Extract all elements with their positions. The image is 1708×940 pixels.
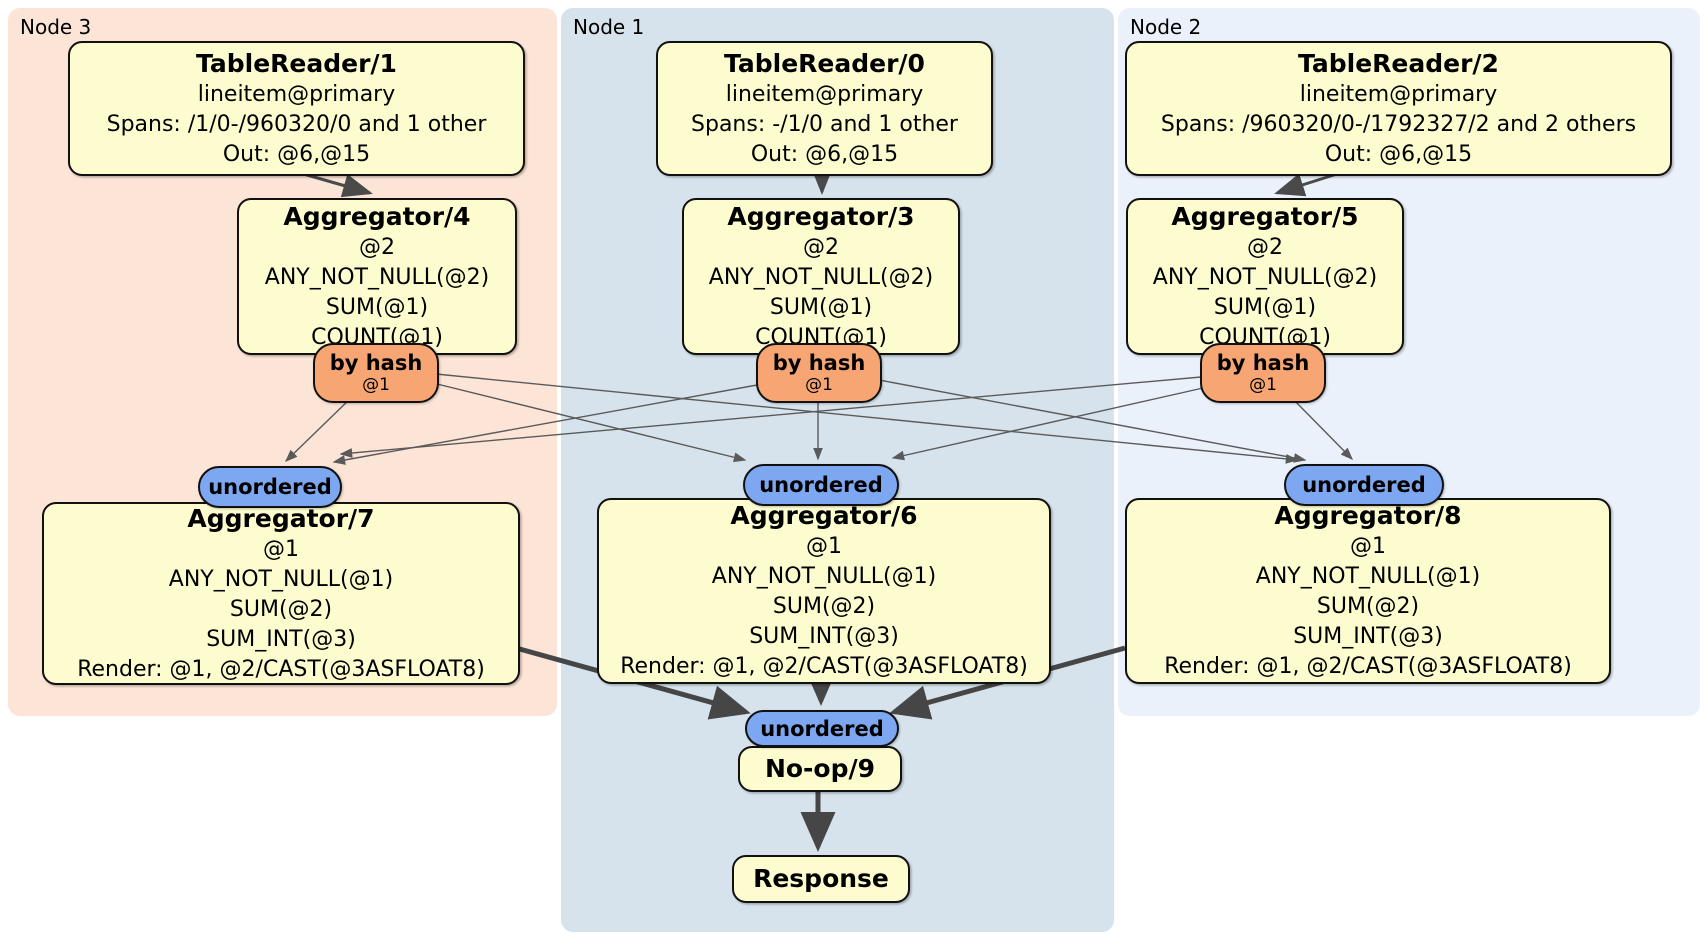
node-label: Node 2 <box>1130 15 1202 39</box>
edge-byhash2-unordered2 <box>1290 396 1353 460</box>
agg-func: ANY_NOT_NULL(@1) <box>711 564 937 589</box>
agg-render: Render: @1, @2/CAST(@3ASFLOAT8) <box>77 656 485 682</box>
processor-spans: Spans: /960320/0-/1792327/2 and 2 others <box>1160 111 1637 137</box>
agg-func: SUM(@2) <box>229 596 333 622</box>
processor-aggregator-4: Aggregator/4 @2 ANY_NOT_NULL(@2) SUM(@1)… <box>237 198 517 355</box>
agg-group-cols: @2 <box>803 234 839 260</box>
sync-label: unordered <box>1302 473 1426 497</box>
agg-func: SUM_INT(@3) <box>206 626 356 652</box>
processor-noop-9: No-op/9 <box>738 746 902 792</box>
agg-func: SUM(@1) <box>1213 294 1317 320</box>
agg-func: SUM(@2) <box>772 594 876 619</box>
router-columns: @1 <box>805 375 833 395</box>
processor-tablereader-1: TableReader/1 lineitem@primary Spans: /1… <box>68 41 525 176</box>
edge-byhash3-unordered3 <box>284 396 353 462</box>
router-columns: @1 <box>1249 375 1277 395</box>
processor-title: Aggregator/4 <box>283 201 471 231</box>
processor-tablereader-0: TableReader/0 lineitem@primary Spans: -/… <box>656 41 993 176</box>
processor-title: Response <box>753 864 889 893</box>
processor-title: TableReader/1 <box>196 48 397 78</box>
agg-func: SUM_INT(@3) <box>749 624 899 649</box>
processor-title: No-op/9 <box>764 754 876 783</box>
edge-byhash3-unordered2 <box>435 373 1299 464</box>
edge-tr1-agg4 <box>299 171 373 198</box>
processor-aggregator-6: Aggregator/6 @1 ANY_NOT_NULL(@1) SUM(@2)… <box>597 498 1051 684</box>
router-by-hash-node2: by hash @1 <box>1200 343 1326 403</box>
node-label: Node 3 <box>20 15 92 39</box>
processor-spans: Spans: /1/0-/960320/0 and 1 other <box>106 111 487 137</box>
sync-unordered-final: unordered <box>745 710 899 747</box>
node-label: Node 1 <box>573 15 645 39</box>
sync-unordered-node3: unordered <box>198 466 342 508</box>
agg-func: SUM(@1) <box>769 294 873 320</box>
router-label: by hash <box>329 351 423 375</box>
response-box: Response <box>732 855 910 903</box>
processor-index: lineitem@primary <box>725 81 924 107</box>
agg-group-cols: @2 <box>1247 234 1283 260</box>
processor-aggregator-7: Aggregator/7 @1 ANY_NOT_NULL(@1) SUM(@2)… <box>42 502 520 685</box>
sync-label: unordered <box>759 473 883 497</box>
processor-aggregator-5: Aggregator/5 @2 ANY_NOT_NULL(@2) SUM(@1)… <box>1126 198 1404 355</box>
processor-title: Aggregator/7 <box>187 503 375 533</box>
agg-func: SUM_INT(@3) <box>1293 624 1443 649</box>
agg-group-cols: @1 <box>263 536 299 562</box>
processor-aggregator-3: Aggregator/3 @2 ANY_NOT_NULL(@2) SUM(@1)… <box>682 198 960 355</box>
agg-group-cols: @1 <box>1350 534 1386 559</box>
processor-title: TableReader/2 <box>1298 48 1499 78</box>
processor-index: lineitem@primary <box>1299 81 1498 107</box>
router-by-hash-node1: by hash @1 <box>756 343 882 403</box>
sync-unordered-node1: unordered <box>743 464 899 506</box>
processor-title: Aggregator/5 <box>1171 201 1359 231</box>
sync-unordered-node2: unordered <box>1284 464 1444 506</box>
sync-label: unordered <box>760 716 884 741</box>
processor-out: Out: @6,@15 <box>1324 141 1473 167</box>
router-label: by hash <box>772 351 866 375</box>
agg-func: ANY_NOT_NULL(@2) <box>708 264 934 290</box>
agg-func: SUM(@1) <box>325 294 429 320</box>
processor-spans: Spans: -/1/0 and 1 other <box>691 111 958 137</box>
processor-out: Out: @6,@15 <box>222 141 371 167</box>
processor-title: Aggregator/3 <box>727 201 915 231</box>
edge-byhash2-unordered1 <box>891 387 1204 461</box>
edge-tr2-agg5 <box>1274 171 1341 197</box>
edge-byhash1-unordered3 <box>332 384 758 465</box>
agg-func: SUM(@2) <box>1316 594 1420 619</box>
router-columns: @1 <box>362 375 390 395</box>
processor-title: TableReader/0 <box>724 48 925 78</box>
edge-byhash2-unordered3 <box>339 376 1202 458</box>
agg-func: ANY_NOT_NULL(@1) <box>1255 564 1481 589</box>
agg-group-cols: @2 <box>359 234 395 260</box>
processor-aggregator-8: Aggregator/8 @1 ANY_NOT_NULL(@1) SUM(@2)… <box>1125 498 1611 684</box>
agg-func: ANY_NOT_NULL(@2) <box>264 264 490 290</box>
agg-func: ANY_NOT_NULL(@1) <box>168 566 394 592</box>
agg-render: Render: @1, @2/CAST(@3ASFLOAT8) <box>1164 654 1572 679</box>
processor-out: Out: @6,@15 <box>750 141 899 167</box>
sync-label: unordered <box>208 475 332 499</box>
edge-byhash1-unordered2 <box>878 379 1307 463</box>
router-by-hash-node3: by hash @1 <box>313 343 439 403</box>
processor-tablereader-2: TableReader/2 lineitem@primary Spans: /9… <box>1125 41 1672 176</box>
agg-group-cols: @1 <box>806 534 842 559</box>
router-label: by hash <box>1216 351 1310 375</box>
agg-render: Render: @1, @2/CAST(@3ASFLOAT8) <box>620 654 1028 679</box>
edge-byhash3-unordered1 <box>432 382 747 463</box>
processor-index: lineitem@primary <box>197 81 396 107</box>
agg-func: ANY_NOT_NULL(@2) <box>1152 264 1378 290</box>
